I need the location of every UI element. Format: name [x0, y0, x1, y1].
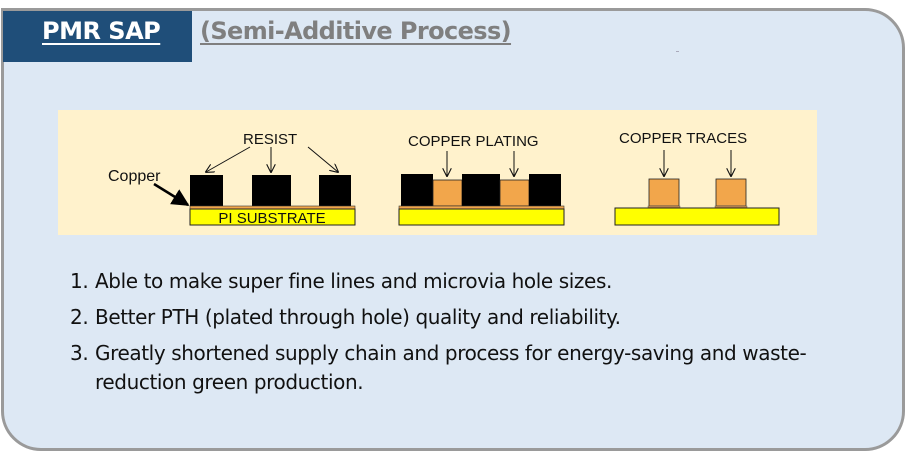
- label-copper-plating: COPPER PLATING: [408, 133, 539, 150]
- resist-block: [401, 174, 433, 206]
- list-item-number: 1.: [70, 269, 89, 293]
- plated-copper: [432, 179, 463, 207]
- stage-resist: RESIST Copper PI SUBSTRATE: [108, 131, 356, 227]
- list-item: 3. Greatly shortened supply chain and pr…: [70, 339, 855, 397]
- stage-copper-traces: COPPER TRACES: [614, 130, 780, 226]
- copper-arrow: [153, 182, 190, 207]
- diagram-canvas: RESIST Copper PI SUBSTRATE COPPER PLATIN…: [108, 130, 780, 227]
- list-item-text: Able to make super fine lines and microv…: [95, 269, 612, 293]
- title-banner: [3, 11, 192, 62]
- list-item-text: Better PTH (plated through hole) quality…: [95, 305, 621, 329]
- copper-trace: [648, 178, 680, 207]
- copper-trace: [715, 178, 747, 207]
- resist-arrow-right: [307, 146, 338, 172]
- resist-block: [190, 175, 223, 206]
- sap-process-diagram: RESIST Copper PI SUBSTRATE COPPER PLATIN…: [58, 110, 817, 235]
- benefits-list: 1. Able to make super fine lines and mic…: [70, 267, 855, 404]
- list-item-text: Greatly shortened supply chain and proce…: [95, 341, 807, 394]
- stage-copper-plating: COPPER PLATING: [398, 133, 565, 226]
- resist-arrow-left: [206, 146, 251, 172]
- page-title: PMR SAP: [42, 17, 161, 45]
- pi-substrate: [189, 208, 356, 226]
- resist-block: [462, 174, 500, 206]
- list-item: 2. Better PTH (plated through hole) qual…: [70, 303, 855, 332]
- resist-block: [529, 174, 561, 206]
- resist-block: [319, 175, 351, 206]
- label-copper-traces: COPPER TRACES: [619, 130, 747, 147]
- label-resist: RESIST: [243, 131, 297, 148]
- list-item: 1. Able to make super fine lines and mic…: [70, 267, 855, 296]
- stray-mark: [676, 51, 679, 52]
- list-item-number: 2.: [70, 305, 89, 329]
- pi-substrate: [614, 207, 780, 226]
- page-subtitle: (Semi-Additive Process): [200, 17, 512, 45]
- pi-substrate: [398, 208, 565, 226]
- resist-block: [252, 175, 291, 206]
- label-copper: Copper: [108, 168, 161, 185]
- plated-copper: [499, 179, 530, 207]
- label-substrate: PI SUBSTRATE: [218, 210, 325, 227]
- list-item-number: 3.: [70, 341, 89, 365]
